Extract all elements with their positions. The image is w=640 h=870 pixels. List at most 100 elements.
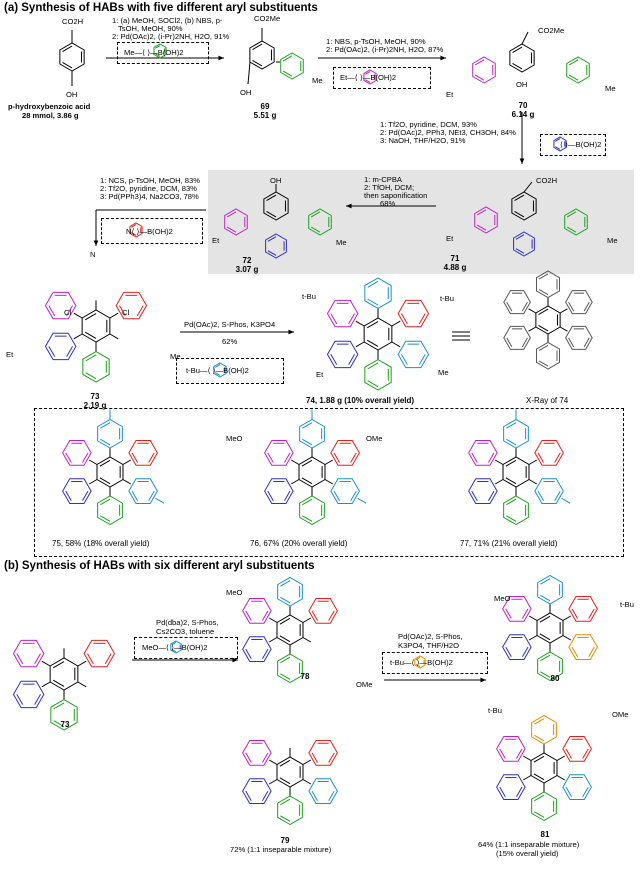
c72-amt: 3.07 g — [235, 265, 259, 274]
step2-line2: 2: Pd(OAc)2, (i-Pr)2NH, H2O, 87% — [326, 45, 444, 54]
step3-reagent-ring-double — [555, 146, 561, 150]
start-co2h: CO2H — [62, 17, 84, 26]
core-bond — [494, 479, 504, 485]
c81-yield-1: 64% (1:1 inseparable mixture) — [478, 840, 580, 849]
c80-ethyl-ring-double — [521, 608, 529, 619]
core-ring-double — [538, 308, 549, 315]
arrow-step5-head — [93, 240, 99, 246]
c73-pyridyl-ring — [115, 291, 148, 320]
step8-reagent-ring — [414, 655, 426, 669]
step7-reagent: MeO—⟨ ⟩—B(OH)2 — [142, 643, 208, 652]
c71-phenyl-ring-double — [515, 234, 525, 240]
xray-arm-ring — [535, 341, 561, 370]
c81-anisyl-ring-double — [565, 786, 573, 798]
step1-line3: 2: Pd(OAc)2, (i-Pr)2NH, H2O, 91% — [112, 32, 230, 41]
c74-pyridyl-ring-double — [401, 313, 408, 325]
c75-left-ring-double — [100, 438, 111, 446]
step3-reagent-ring-double — [555, 138, 561, 142]
c74-label: 74, 1.88 g (10% overall yield) — [306, 396, 415, 405]
c81-tbu-ring — [531, 714, 557, 745]
c78-pyridyl-ring-double — [328, 610, 335, 621]
c69-tolyl-ring-double — [282, 55, 293, 62]
core-ring — [530, 752, 558, 784]
c72-tolyl-ring — [308, 208, 332, 236]
c76-right-ring-double — [333, 490, 341, 502]
core-bond — [355, 320, 365, 327]
c76-tolyl-ring — [299, 495, 325, 526]
c71-ring — [511, 191, 537, 221]
c78-tolyl-ring-double — [280, 673, 291, 680]
core-bond — [268, 637, 278, 643]
c69-num: 69 — [260, 102, 270, 111]
xray-arm-ring-double — [538, 289, 549, 296]
core-bond — [88, 479, 98, 485]
step6-line1: Pd(OAc)2, S-Phos, K3PO4 — [184, 320, 276, 329]
c75-label: 75, 58% (18% overall yield) — [52, 539, 150, 548]
c73-tolyl-ring-double — [85, 372, 97, 380]
core-bond — [268, 617, 278, 623]
core-ring-double — [538, 325, 549, 332]
step5-reagent-ring-double — [131, 232, 137, 236]
core-bond — [562, 635, 572, 641]
c74-tolyl-ring-double — [367, 380, 379, 388]
step5-line1: 1: NCS, p-TsOH, MeOH, 83% — [100, 176, 201, 185]
arrow-step8-head — [480, 677, 486, 683]
c71-ring-double — [514, 194, 525, 201]
c76-ethyl-ring-double — [283, 452, 291, 463]
c78-anisyl-ring-double — [280, 596, 291, 604]
c77-left-ring-double — [506, 422, 517, 429]
core-ring-double — [99, 477, 111, 485]
reagent-box-2 — [333, 67, 431, 89]
c80-pyridyl-ring-double — [588, 608, 595, 619]
b73-phenyl-ring-double — [34, 694, 41, 705]
step6-line2: 62% — [222, 337, 238, 346]
reagent-box-1 — [117, 42, 209, 64]
c80-tbu: t-Bu — [620, 600, 634, 609]
c81-ethyl-ring-double — [515, 748, 523, 759]
c74-phenyl-ring — [326, 340, 359, 369]
core-ring-double — [84, 313, 97, 321]
c70-co2me-bond — [521, 31, 529, 45]
arrow-step1-head — [218, 55, 224, 61]
c73-tolyl-ring — [82, 351, 110, 383]
step5-reagent: N⟨ ⟩—B(OH)2 — [126, 227, 173, 236]
c77-ethyl-ring-double — [471, 452, 478, 463]
xray-arm-ring — [503, 290, 531, 315]
c72-et: Et — [212, 236, 220, 245]
core-bond — [73, 333, 83, 340]
c74-tbu-right-ring-double — [418, 354, 426, 365]
core-bond — [528, 326, 537, 332]
c73-ethyl-ring-double — [48, 305, 56, 317]
core-bond — [556, 755, 566, 761]
c76-left-ring-double — [302, 422, 313, 429]
start-name: p-hydroxybenzoic acid — [8, 102, 91, 111]
c76-phenyl-ring — [264, 478, 294, 504]
core-ring-double — [505, 459, 517, 467]
step2-reagent-ring — [363, 69, 377, 85]
step1-line1: 1: (a) MeOH, SOCl2, (b) NBS, p- — [112, 16, 223, 25]
c76-pyridyl-ring-double — [333, 452, 341, 463]
c79-yield: 72% (1:1 inseparable mixture) — [230, 845, 332, 854]
step3-reagent: ⟨ ⟩—B(OH)2 — [560, 140, 602, 149]
start-ring-double — [62, 45, 73, 52]
c72-tolyl-ring-double — [310, 226, 321, 233]
step7-line2: Cs2CO3, toluene — [156, 627, 215, 636]
core-bond — [88, 459, 98, 465]
c76-ethyl-ring — [264, 440, 294, 466]
step2-reagent: Et—⟨ ⟩—B(OH)2 — [340, 73, 397, 82]
xray-arm-ring-double — [568, 301, 575, 312]
b-c73-num: 73 — [60, 720, 70, 729]
step1-reagent-ring — [153, 43, 167, 59]
start-amount: 28 mmol, 3.86 g — [22, 111, 79, 120]
c80-phenyl-ring-double — [521, 646, 529, 658]
c81-ethyl-ring — [496, 736, 526, 762]
reagent-box-5 — [101, 218, 203, 244]
xray-arm-ring-double — [583, 337, 590, 348]
core-bond — [268, 779, 278, 785]
core-bond — [290, 459, 300, 465]
c73-me: Me — [170, 352, 181, 361]
b73-pyridyl-ring — [83, 639, 116, 668]
c70-num: 70 — [518, 101, 528, 110]
c74-phenyl-ring-double — [330, 354, 338, 365]
b73-tolyl-ring-double — [53, 720, 65, 728]
